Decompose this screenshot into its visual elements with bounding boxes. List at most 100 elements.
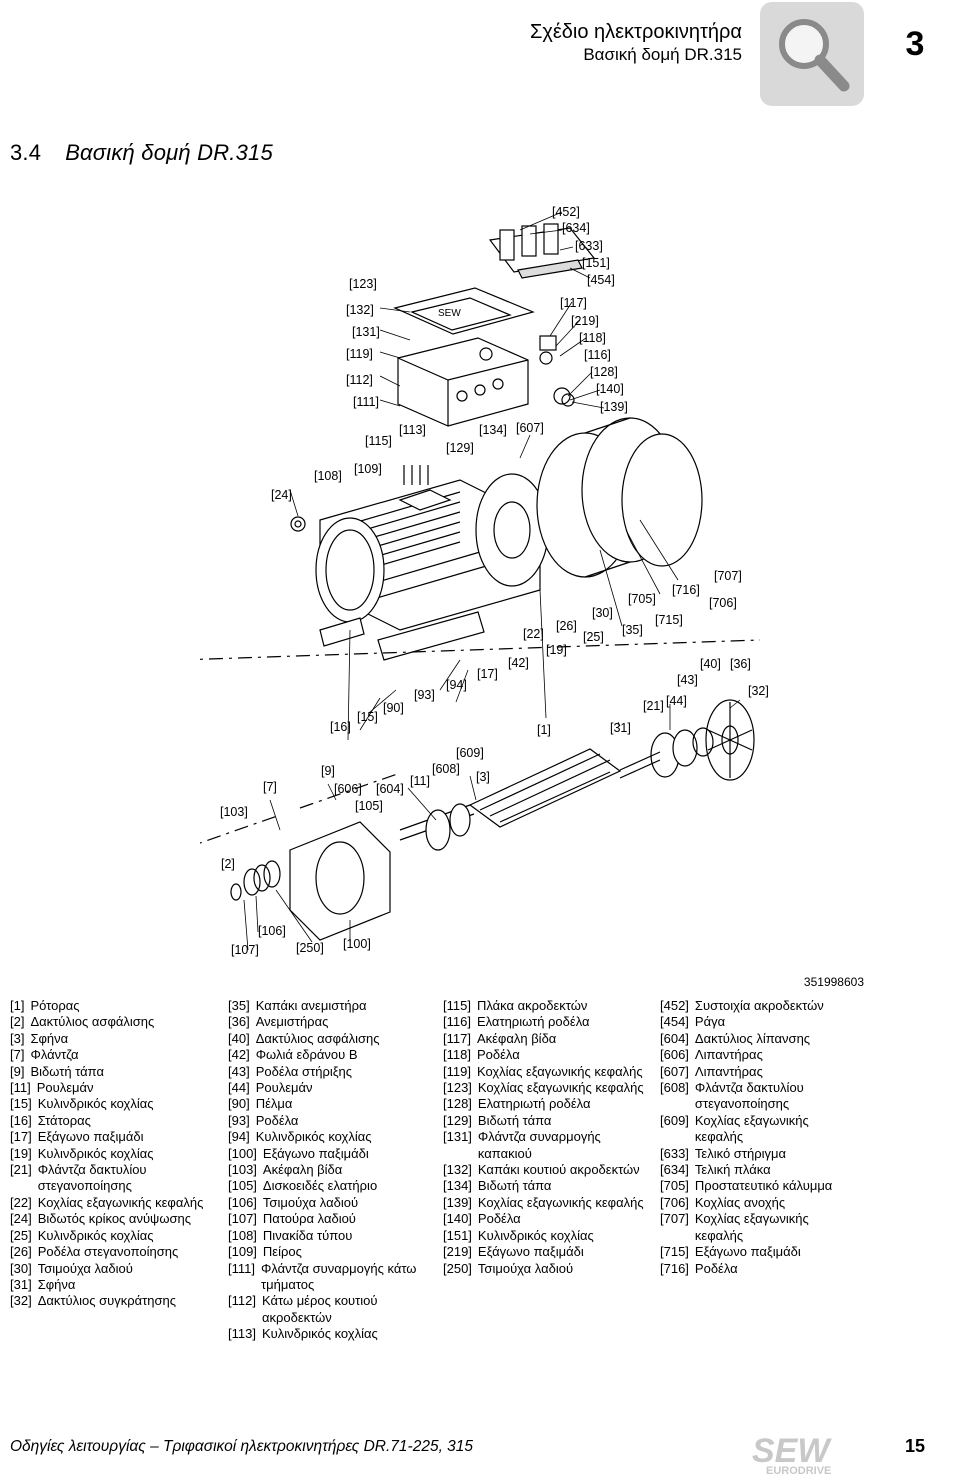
page-number: 15 bbox=[905, 1436, 926, 1456]
legend-item-label: Εξάγωνο παξιμάδι bbox=[37, 1129, 144, 1145]
legend-item-label: Κυλινδρικός κοχλίας bbox=[37, 1096, 154, 1112]
legend-item-ref: [452] bbox=[660, 998, 689, 1013]
legend-item-label: Λιπαντήρας bbox=[694, 1063, 763, 1079]
legend-item-ref: [716] bbox=[660, 1260, 689, 1276]
legend-item: [2]Δακτύλιος ασφάλισης bbox=[10, 1014, 215, 1030]
legend-item-label: Σφήνα bbox=[30, 1030, 69, 1046]
legend-item-label: Φλάντζα συναρμογής καπακιού bbox=[477, 1129, 601, 1161]
legend-item-ref: [15] bbox=[10, 1096, 32, 1112]
callout-250: [250] bbox=[296, 941, 324, 955]
legend-item-label: Ράγα bbox=[694, 1014, 726, 1030]
legend-item-label: Ελατηριωτή ροδέλα bbox=[477, 1096, 591, 1112]
terminal-box-cover-drawing: SEW bbox=[393, 287, 535, 335]
legend-item: [90]Πέλμα bbox=[228, 1096, 438, 1112]
legend-item-label: Κυλινδρικός κοχλίας bbox=[261, 1326, 378, 1342]
legend-column-4: [452]Συστοιχία ακροδεκτών[454]Ράγα[604]Δ… bbox=[660, 998, 860, 1277]
legend-item-label: Βιδωτή τάπα bbox=[477, 1178, 552, 1194]
legend-item-ref: [40] bbox=[228, 1030, 250, 1046]
legend-item: [103]Ακέφαλη βίδα bbox=[228, 1162, 438, 1178]
legend-item: [128]Ελατηριωτή ροδέλα bbox=[443, 1096, 655, 1112]
callout-108: [108] bbox=[314, 469, 342, 483]
callout-93: [93] bbox=[414, 688, 435, 702]
legend-item: [129]Βιδωτή τάπα bbox=[443, 1113, 655, 1129]
callout-3: [3] bbox=[476, 770, 490, 784]
callout-90: [90] bbox=[383, 701, 404, 715]
callout-123: [123] bbox=[349, 277, 377, 291]
legend-item-label: Λιπαντήρας bbox=[694, 1047, 763, 1063]
legend-item: [43]Ροδέλα στήριξης bbox=[228, 1064, 438, 1080]
terminal-box-drawing bbox=[397, 337, 529, 427]
callout-35: [35] bbox=[622, 623, 643, 637]
legend-item: [118]Ροδέλα bbox=[443, 1047, 655, 1063]
legend-item-ref: [21] bbox=[10, 1162, 32, 1178]
legend-item-ref: [119] bbox=[443, 1063, 471, 1079]
footer-text: Οδηγίες λειτουργίας – Τριφασικοί ηλεκτρο… bbox=[10, 1438, 474, 1455]
legend-item-ref: [634] bbox=[660, 1162, 689, 1178]
legend-item-ref: [43] bbox=[228, 1063, 250, 1079]
legend-item: [132]Καπάκι κουτιού ακροδεκτών bbox=[443, 1162, 655, 1178]
fan-drawing bbox=[705, 699, 755, 781]
callout-40: [40] bbox=[700, 657, 721, 671]
callout-17: [17] bbox=[477, 667, 498, 681]
legend-item-label: Εξάγωνο παξιμάδι bbox=[262, 1145, 369, 1161]
legend-item-label: Βιδωτή τάπα bbox=[477, 1112, 552, 1128]
legend-item-label: Κυλινδρικός κοχλίας bbox=[37, 1145, 154, 1161]
callout-44: [44] bbox=[666, 694, 687, 708]
legend-item: [15] Κυλινδρικός κοχλίας bbox=[10, 1096, 215, 1112]
section-title: Βασική δομή DR.315 bbox=[65, 140, 273, 165]
legend-item-ref: [7] bbox=[10, 1047, 25, 1063]
legend-item: [112]Κάτω μέρος κουτιού ακροδεκτών bbox=[228, 1293, 438, 1326]
legend-item-ref: [22] bbox=[10, 1194, 32, 1210]
legend-item-label: Τελική πλάκα bbox=[694, 1162, 771, 1178]
legend-item: [123] Κοχλίας εξαγωνικής κεφαλής bbox=[443, 1080, 655, 1096]
legend-item: [24]Βιδωτός κρίκος ανύψωσης bbox=[10, 1211, 215, 1227]
legend-item: [42]Φωλιά εδράνου B bbox=[228, 1047, 438, 1063]
legend-item: [105]Δισκοειδές ελατήριο bbox=[228, 1178, 438, 1194]
legend-item: [707]Κοχλίας εξαγωνικής κεφαλής bbox=[660, 1211, 860, 1244]
legend-item: [1]Ρότορας bbox=[10, 998, 215, 1014]
callout-151: [151] bbox=[582, 256, 610, 270]
callout-129: [129] bbox=[446, 441, 474, 455]
legend-item: [107]Πατούρα λαδιού bbox=[228, 1211, 438, 1227]
legend-item-ref: [105] bbox=[228, 1178, 257, 1194]
callout-16: [16] bbox=[330, 720, 351, 734]
legend-item-ref: [454] bbox=[660, 1014, 689, 1030]
legend-item: [604]Δακτύλιος λίπανσης bbox=[660, 1031, 860, 1047]
legend-item: [16]Στάτορας bbox=[10, 1113, 215, 1129]
sew-eurodrive-logo: SEW EURODRIVE bbox=[748, 1428, 860, 1481]
legend-item-ref: [44] bbox=[228, 1080, 250, 1096]
legend-item: [139]Κοχλίας εξαγωνικής κεφαλής bbox=[443, 1195, 655, 1211]
callout-30: [30] bbox=[592, 606, 613, 620]
legend-item-label: Τσιμούχα λαδιού bbox=[37, 1260, 133, 1276]
legend-item-label: Κοχλίας εξαγωνικής κεφαλής bbox=[694, 1211, 809, 1243]
legend-item-label: Κοχλίας εξαγωνικής κεφαλής bbox=[477, 1080, 644, 1096]
legend-item-label: Δακτύλιος ασφάλισης bbox=[255, 1030, 380, 1046]
legend-item-label: Καπάκι κουτιού ακροδεκτών bbox=[477, 1162, 640, 1178]
legend-item-label: Κοχλίας ανοχής bbox=[694, 1194, 786, 1210]
svg-text:SEW: SEW bbox=[438, 308, 461, 319]
legend-item-ref: [608] bbox=[660, 1080, 689, 1096]
legend-item-label: Πλάκα ακροδεκτών bbox=[476, 998, 588, 1013]
legend-item-label: Ελατηριωτή ροδέλα bbox=[476, 1014, 590, 1030]
legend-item-label: Ακέφαλη βίδα bbox=[262, 1162, 343, 1178]
legend-item-label: Εξάγωνο παξιμάδι bbox=[694, 1244, 801, 1260]
chapter-tab bbox=[760, 2, 864, 106]
callout-1: [1] bbox=[537, 723, 551, 737]
legend-item-label: Ροδέλα στεγανοποίησης bbox=[37, 1244, 179, 1260]
center-axis-line bbox=[200, 639, 760, 844]
legend-item-label: Τσιμούχα λαδιού bbox=[262, 1194, 359, 1210]
callout-115: [115] bbox=[365, 434, 392, 448]
legend-item-label: Τσιμούχα λαδιού bbox=[477, 1260, 574, 1276]
legend-item: [454] Ράγα bbox=[660, 1014, 860, 1030]
legend-item-label: Δακτύλιος ασφάλισης bbox=[30, 1014, 155, 1030]
eyebolt-drawing bbox=[290, 516, 306, 532]
legend-item-ref: [115] bbox=[443, 998, 471, 1013]
legend-item: [31]Σφήνα bbox=[10, 1277, 215, 1293]
legend-item-ref: [123] bbox=[443, 1080, 472, 1096]
callout-43: [43] bbox=[677, 673, 698, 687]
legend-item-label: Κοχλίας εξαγωνικής κεφαλής bbox=[476, 1063, 643, 1079]
callout-606: [606] bbox=[334, 782, 362, 796]
callout-107: [107] bbox=[231, 943, 259, 957]
legend-item-ref: [1] bbox=[10, 998, 25, 1013]
